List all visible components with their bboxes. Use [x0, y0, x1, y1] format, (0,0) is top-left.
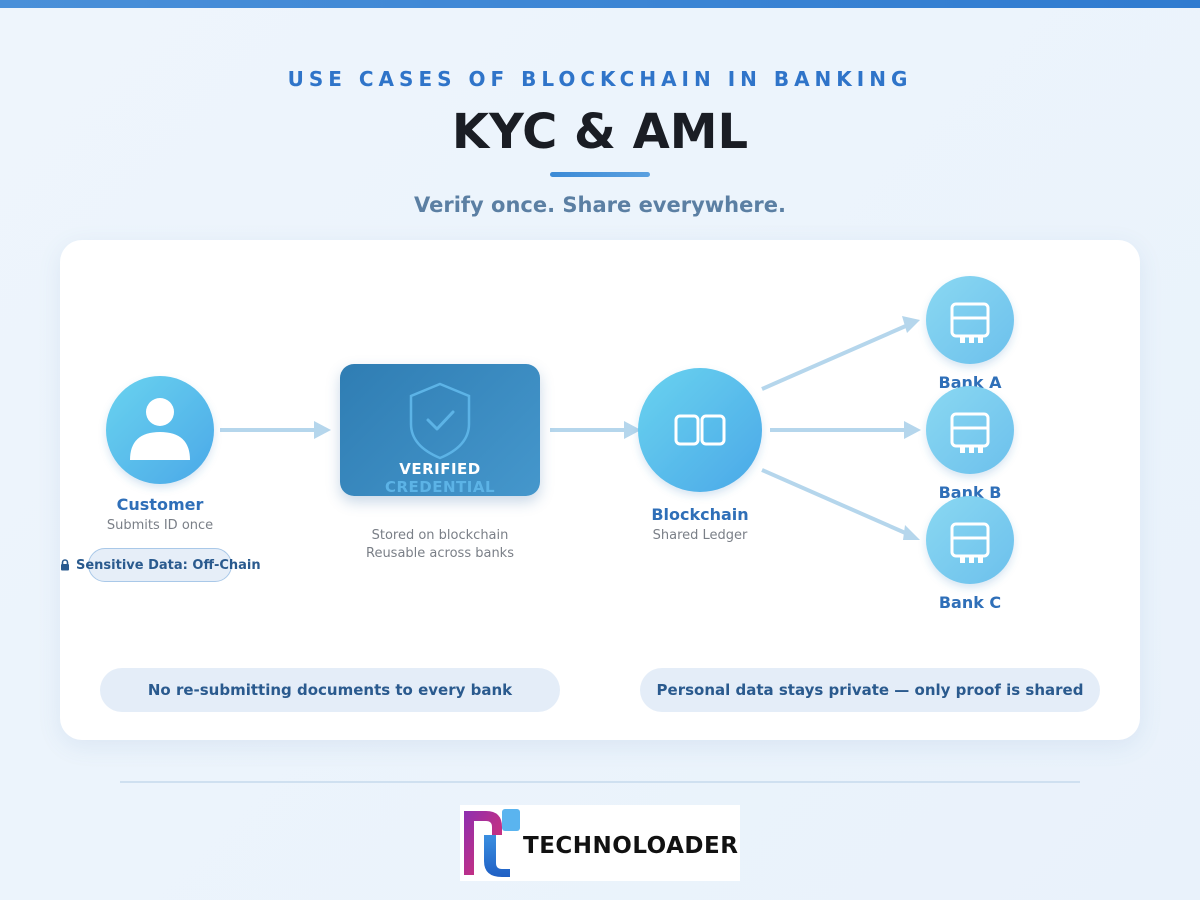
arrow-blockchain-to-bank-a — [761, 316, 920, 391]
blockchain-sub: Shared Ledger — [652, 528, 748, 543]
technoloader-logo-mark — [464, 809, 520, 877]
credential-sub-line2: Reusable across banks — [366, 546, 514, 561]
chain-link-icon — [674, 414, 726, 446]
blockchain-label: Blockchain — [651, 505, 749, 524]
brand-logo-text: TECHNOLOADER — [523, 833, 739, 859]
brand-logo: TECHNOLOADER — [460, 805, 740, 881]
sensitive-data-badge-label: Sensitive Data: Off-Chain — [76, 557, 261, 573]
bank-a-node — [926, 276, 1014, 364]
sensitive-data-badge-text: Sensitive Data: Off-Chain — [60, 556, 270, 574]
benefit-pill-no-resubmit: No re-submitting documents to every bank — [100, 668, 560, 712]
arrow-customer-to-credential — [220, 421, 331, 439]
bank-icon — [950, 412, 990, 453]
bank-icon — [950, 302, 990, 343]
arrow-blockchain-to-bank-b — [770, 421, 921, 439]
shield-check-icon — [409, 382, 471, 460]
sensitive-data-badge — [88, 548, 232, 582]
bank-c-label: Bank C — [938, 593, 1002, 612]
arrow-credential-to-blockchain — [550, 421, 641, 439]
bank-icon — [950, 522, 990, 563]
customer-node — [106, 376, 214, 484]
credential-title-line1: VERIFIED — [399, 460, 481, 478]
bank-a-label: Bank A — [938, 373, 1002, 392]
page-title: KYC & AML — [451, 104, 749, 160]
customer-label: Customer — [116, 495, 204, 514]
title-underline — [550, 172, 650, 177]
benefit-pill-data-private: Personal data stays private — only proof… — [640, 668, 1100, 712]
bank-b-node — [926, 386, 1014, 474]
footer-divider — [120, 781, 1080, 783]
arrow-blockchain-to-bank-c — [761, 468, 920, 540]
user-icon — [130, 398, 190, 460]
blockchain-node — [638, 368, 762, 492]
verified-credential-box: VERIFIED CREDENTIAL — [340, 364, 540, 496]
eyebrow-heading: USE CASES OF BLOCKCHAIN IN BANKING — [287, 67, 913, 91]
credential-title-line2: CREDENTIAL — [384, 478, 496, 496]
lock-icon — [61, 559, 69, 571]
page-subtitle: Verify once. Share everywhere. — [414, 193, 786, 217]
bank-b-label: Bank B — [938, 483, 1002, 502]
customer-sub: Submits ID once — [106, 518, 214, 533]
top-accent-bar — [0, 0, 1200, 8]
bank-c-node — [926, 496, 1014, 584]
credential-sub-line1: Stored on blockchain — [371, 528, 509, 543]
